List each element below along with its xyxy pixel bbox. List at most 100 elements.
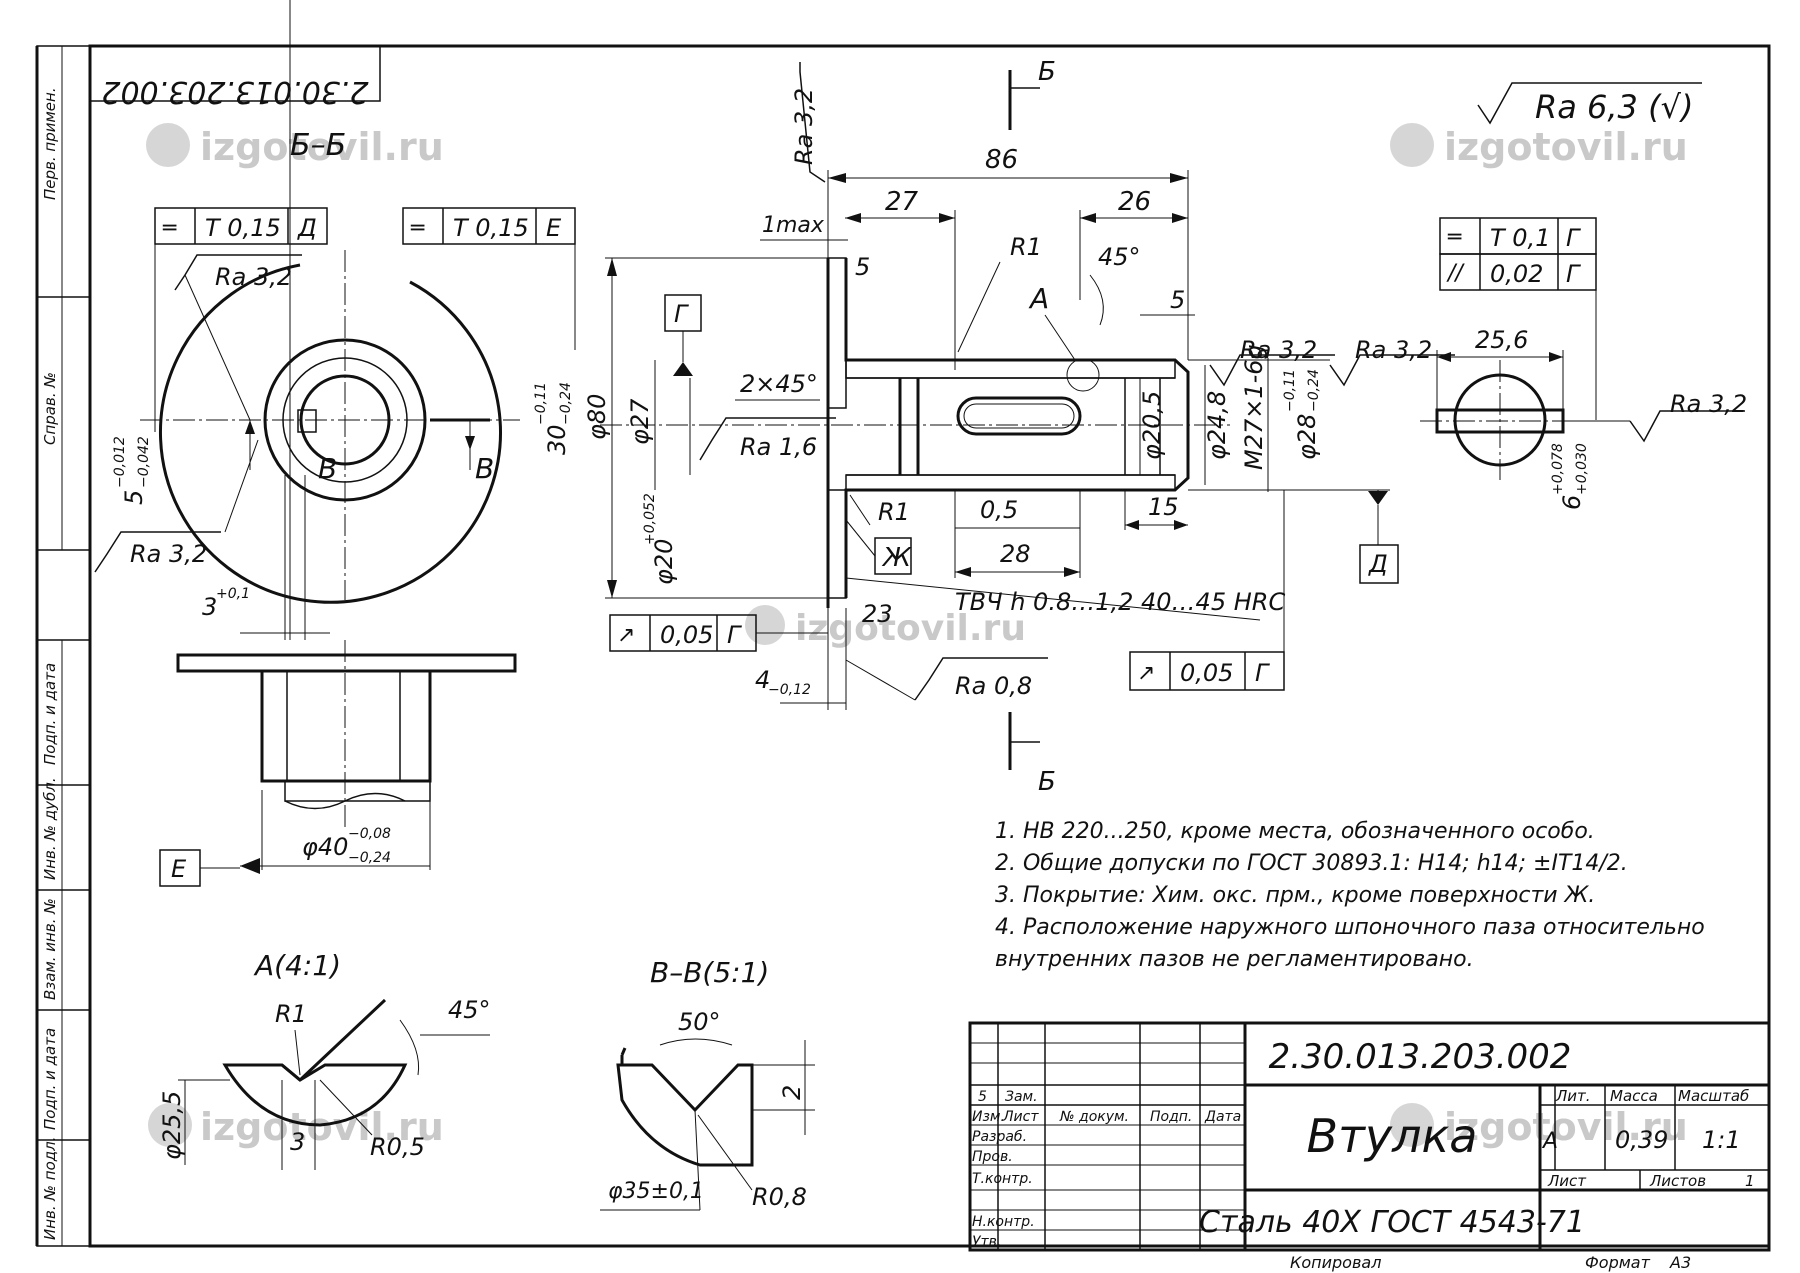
row-razrab: Разраб. (972, 1129, 1027, 1145)
watermark-5: izgotovil.ru (1390, 1103, 1688, 1149)
keyway-roughness: Ra 3,2 (1670, 390, 1747, 418)
keyway-tol2-value: 0,02 (1490, 260, 1543, 288)
format-value: А3 (1669, 1253, 1691, 1272)
bb-tol2-symbol: ═ (410, 216, 425, 241)
technical-notes: 1. НВ 220...250, кроме места, обозначенн… (995, 819, 1705, 972)
col-data: Дата (1204, 1109, 1241, 1125)
detail-vv-title: В–В(5:1) (650, 956, 769, 989)
scale-value: 1:1 (1702, 1126, 1741, 1154)
roughness-ra16: Ra 1,6 (740, 433, 817, 461)
dia-28-upper: −0,11 (1282, 369, 1298, 412)
keyway-dim-256: 25,6 (1475, 326, 1528, 354)
section-bb-title: Б–Б (290, 128, 346, 163)
bb-keyway (297, 409, 317, 433)
dim-26: 26 (1118, 187, 1151, 217)
bb-dim-30: 30 (543, 424, 571, 455)
label-sheet: Лист (1547, 1172, 1587, 1190)
bb-roughness-top: Ra 3,2 (215, 263, 292, 291)
detail-a-title: А(4:1) (253, 949, 341, 982)
hub-wall-top (845, 359, 1176, 379)
row-prov: Пров. (972, 1149, 1013, 1165)
bb-dim-30-lower: −0,24 (558, 382, 574, 425)
watermark-text-4: izgotovil.ru (200, 1105, 444, 1149)
watermark-text-5: izgotovil.ru (1444, 1105, 1688, 1149)
rotated-drawing-number: 2.30.013.203.002 (101, 74, 368, 109)
detail-a-profile (222, 1063, 408, 1127)
hardening-note: ТВЧ h 0.8…1,2 40…45 HRC (955, 588, 1285, 616)
dim-5a: 5 (855, 253, 870, 281)
base-d: Д (1368, 550, 1388, 578)
detail-vv-r08: R0,8 (752, 1183, 807, 1211)
detail-vv-d35: φ35±0,1 (608, 1179, 704, 1204)
label-sheets: Листов (1649, 1172, 1706, 1190)
col-podp: Подп. (1150, 1109, 1192, 1125)
dim-23: 23 (862, 600, 893, 628)
detail-vv-profile (616, 1063, 754, 1167)
side-label-podp-data-1: Подп. и дата (41, 663, 59, 765)
watermark-2: izgotovil.ru (1390, 123, 1688, 169)
thread-m27: M27×1-6g (1240, 344, 1268, 470)
side-label-perv-primen: Перв. примен. (41, 87, 59, 200)
dia-27: φ27 (626, 398, 654, 445)
rev-number: 5 (978, 1089, 987, 1105)
bottom-view-flange (176, 653, 517, 673)
keyway-dim-6: 6 (1558, 495, 1586, 510)
bb-dim-5-lower: −0,042 (136, 436, 152, 488)
row-tkontr: Т.контр. (972, 1171, 1033, 1187)
keyway-tol2-base: Г (1566, 260, 1581, 288)
rotated-number-box (89, 45, 381, 102)
bottom-dim-40: φ40 (302, 833, 348, 861)
side-label-podp-data-2: Подп. и дата (41, 1028, 59, 1130)
roughness-ra32-a: Ra 3,2 (1240, 336, 1317, 364)
r1-bottom: R1 (878, 498, 910, 526)
dim-4: 4 (755, 666, 770, 694)
note-3: 3. Покрытие: Хим. окс. прм., кроме повер… (995, 883, 1595, 908)
dia-28: φ28 (1293, 414, 1321, 460)
runout1-base: Г (727, 621, 742, 649)
angle-45: 45° (1098, 243, 1141, 271)
dia-80: φ80 (583, 394, 611, 440)
detail-a-r05: R0,5 (370, 1133, 425, 1161)
runout2-symbol: ↗ (1137, 661, 1155, 686)
detail-a-d255: φ25,5 (158, 1091, 186, 1160)
watermark-text-1: izgotovil.ru (200, 125, 444, 169)
dia-20: φ20 (650, 539, 678, 585)
chamfer-2x45: 2×45° (740, 370, 818, 398)
part-name: Втулка (1307, 1109, 1478, 1163)
dim-1max: 1max (762, 213, 825, 238)
keyway-dim-6-lower: +0,030 (1574, 443, 1590, 495)
watermark-4: izgotovil.ru (148, 1103, 444, 1149)
note-4: 4. Расположение наружного шпоночного паз… (995, 915, 1705, 940)
bottom-view: φ40 −0,08 −0,24 Е (159, 640, 517, 887)
dim-86: 86 (985, 145, 1018, 175)
dim-05: 0,5 (980, 496, 1018, 524)
cut-mark-top: Б (1038, 57, 1056, 87)
lit-value: А (1541, 1129, 1558, 1154)
side-label-sprav: Справ. № (41, 372, 59, 445)
bb-dim-30-upper: −0,11 (533, 382, 549, 425)
detail-a: А(4:1) R1 45° φ25,5 3 R0,5 (158, 949, 491, 1170)
note-1: 1. НВ 220...250, кроме места, обозначенн… (995, 819, 1595, 844)
dim-4-lower: −0,12 (768, 682, 811, 698)
dim-28: 28 (1000, 540, 1031, 568)
dia-248: φ24,8 (1203, 391, 1231, 460)
detail-vv-dim2: 2 (778, 1085, 806, 1100)
cut-mark-bottom: Б (1038, 767, 1056, 797)
bb-tol1-base: Д (297, 214, 317, 242)
keyway-slot (956, 396, 1082, 436)
copied-label: Копировал (1290, 1253, 1381, 1272)
format-label: Формат (1585, 1253, 1651, 1272)
bottom-view-bore (286, 670, 401, 782)
general-roughness: Ra 6,3 (√) (1535, 88, 1693, 126)
title-drawing-number: 2.30.013.203.002 (1269, 1037, 1572, 1077)
general-roughness-sign (1477, 82, 1702, 125)
side-label-vzam-inv: Взам. инв. № (41, 898, 59, 1000)
bb-dim-3-upper: +0,1 (216, 586, 250, 602)
keyway-tol2-symbol: // (1446, 261, 1465, 286)
keyway-section: ═ T 0,1 Г // 0,02 Г 25,6 Ra 3,2 6 +0,078… (1420, 217, 1747, 510)
col-doc: № докум. (1059, 1109, 1129, 1125)
note-5: внутренних пазов не регламентировано. (995, 947, 1474, 972)
runout2-base: Г (1255, 659, 1270, 687)
keyway-dim-6-upper: +0,078 (1550, 443, 1566, 495)
bottom-dim-40-upper: −0,08 (348, 826, 391, 842)
